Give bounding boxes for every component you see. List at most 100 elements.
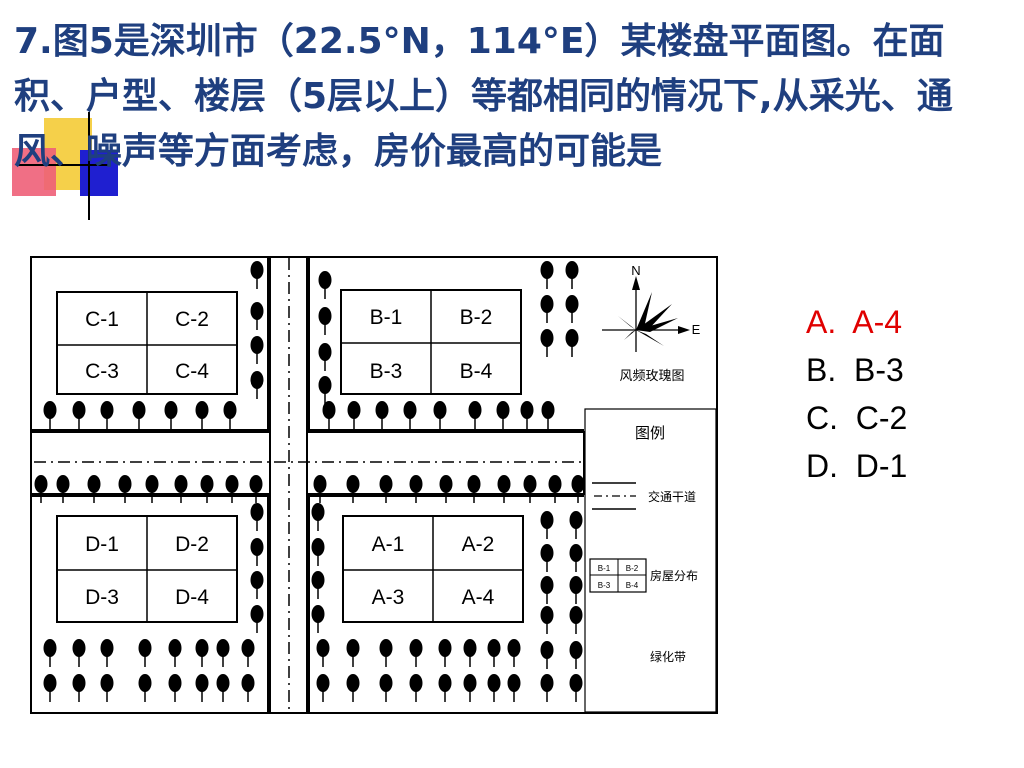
tree-icon [409, 674, 423, 702]
tree-icon [322, 401, 336, 429]
tree-icon [540, 511, 554, 539]
wind-rose-caption: 风频玫瑰图 [619, 368, 684, 384]
tree-icon [438, 639, 452, 667]
tree-icon [569, 544, 583, 572]
option-b[interactable]: B. B-3 [806, 352, 904, 388]
tree-icon [540, 295, 554, 323]
tree-icon [250, 371, 264, 399]
deco-blue-square [80, 150, 118, 196]
east-label: E [692, 322, 701, 337]
deco-vertical-line [88, 112, 90, 220]
tree-icon [100, 401, 114, 429]
unit-c3: C-3 [85, 360, 119, 383]
tree-icon [311, 503, 325, 531]
tree-icon [72, 674, 86, 702]
tree-icon [216, 639, 230, 667]
tree-icon [72, 639, 86, 667]
tree-icon [168, 674, 182, 702]
tree-icon [520, 401, 534, 429]
tree-icon [540, 606, 554, 634]
tree-icon [313, 475, 327, 503]
tree-icon [311, 571, 325, 599]
unit-c2: C-2 [175, 308, 209, 331]
unit-c1: C-1 [85, 308, 119, 331]
tree-icon [540, 641, 554, 669]
legend-cell-b1: B-1 [598, 564, 611, 573]
tree-icon [569, 641, 583, 669]
tree-icon [541, 401, 555, 429]
tree-icon [318, 376, 332, 404]
tree-icon [318, 307, 332, 335]
tree-icon [463, 674, 477, 702]
option-c[interactable]: C. C-2 [806, 400, 908, 436]
tree-icon [223, 401, 237, 429]
tree-icon [487, 674, 501, 702]
unit-b1: B-1 [370, 306, 403, 329]
tree-icon [540, 544, 554, 572]
block-d: D-1 D-2 D-3 D-4 [56, 515, 238, 623]
tree-icon [346, 639, 360, 667]
wind-rose: N E 风频玫瑰图 [602, 263, 701, 384]
unit-a4: A-4 [462, 586, 495, 609]
tree-icon [540, 261, 554, 289]
tree-icon [316, 639, 330, 667]
legend-cell-b3: B-3 [598, 581, 611, 590]
tree-icon [100, 674, 114, 702]
tree-icon [523, 475, 537, 503]
unit-b2: B-2 [460, 306, 493, 329]
tree-icon [565, 295, 579, 323]
tree-icon [132, 401, 146, 429]
tree-icon [87, 475, 101, 503]
tree-icon [347, 401, 361, 429]
tree-icon [145, 475, 159, 503]
deco-red-square [12, 148, 56, 196]
tree-icon [548, 475, 562, 503]
tree-icon [250, 605, 264, 633]
unit-a3: A-3 [372, 586, 405, 609]
legend-title: 图例 [635, 424, 665, 442]
block-c: C-1 C-2 C-3 C-4 [56, 291, 238, 395]
tree-icon [565, 261, 579, 289]
tree-icon [438, 674, 452, 702]
tree-icon [569, 674, 583, 702]
legend-cell-b2: B-2 [626, 564, 639, 573]
tree-icon [379, 639, 393, 667]
tree-icon [100, 639, 114, 667]
tree-icon [241, 674, 255, 702]
tree-icon [569, 606, 583, 634]
tree-icon [346, 475, 360, 503]
legend-greenbelt-label: 绿化带 [650, 649, 686, 664]
tree-icon [316, 674, 330, 702]
tree-icon [164, 401, 178, 429]
tree-icon [250, 503, 264, 531]
tree-icon [250, 336, 264, 364]
tree-icon [487, 639, 501, 667]
tree-icon [250, 302, 264, 330]
tree-icon [540, 329, 554, 357]
tree-icon [409, 475, 423, 503]
legend-road-label: 交通干道 [648, 489, 696, 504]
tree-icon [311, 605, 325, 633]
tree-icon [540, 674, 554, 702]
question-text: 7.图5是深圳市（22.5°N，114°E）某楼盘平面图。在面积、户型、楼层（5… [14, 21, 953, 172]
tree-icon [195, 639, 209, 667]
unit-d2: D-2 [175, 533, 209, 556]
tree-icon [138, 639, 152, 667]
option-d[interactable]: D. D-1 [806, 448, 908, 484]
unit-d1: D-1 [85, 533, 119, 556]
tree-icon [195, 401, 209, 429]
block-b: B-1 B-2 B-3 B-4 [340, 289, 522, 395]
tree-icon [507, 674, 521, 702]
block-a: A-1 A-2 A-3 A-4 [342, 515, 524, 623]
tree-icon [250, 261, 264, 289]
tree-icon [118, 475, 132, 503]
option-a[interactable]: A. A-4 [806, 304, 903, 340]
tree-icon [565, 329, 579, 357]
tree-icon [241, 639, 255, 667]
tree-icon [439, 475, 453, 503]
tree-icon [540, 576, 554, 604]
legend: 图例 交通干道 B-1 B-2 B-3 B-4 房屋分布 绿化带 [584, 408, 717, 713]
tree-icon [497, 475, 511, 503]
tree-icon [318, 271, 332, 299]
tree-icon [249, 475, 263, 503]
